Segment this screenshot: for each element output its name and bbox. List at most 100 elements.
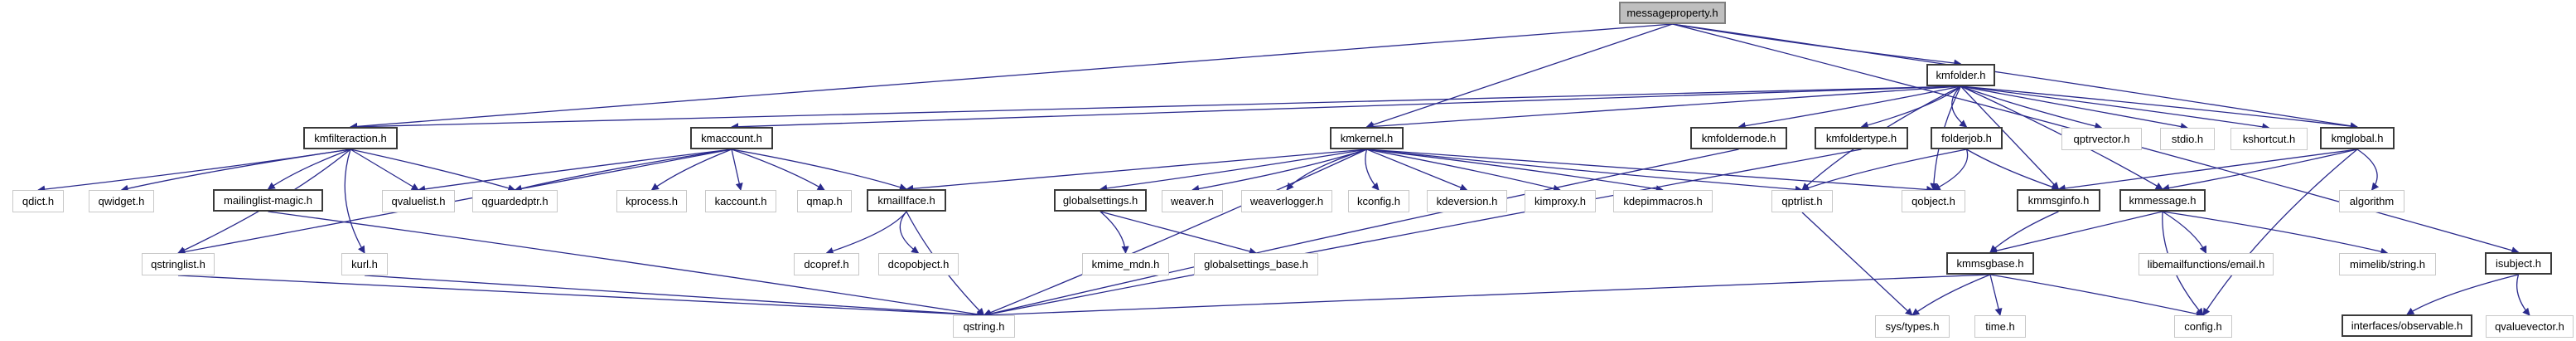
graph-node-label: mimelib/string.h [2349, 258, 2426, 270]
edge-kmmsginfo-to-kmmsgbase [1989, 211, 2059, 253]
graph-node-kmglobal[interactable]: kmglobal.h [2320, 127, 2395, 149]
edge-messageproperty-to-kmglobal [1672, 23, 2358, 130]
graph-node-qvaluevector[interactable]: qvaluevector.h [2486, 315, 2574, 338]
graph-node-qobject[interactable]: qobject.h [1902, 190, 1965, 212]
edge-kmailIface-to-dcopref [825, 211, 907, 255]
graph-node-kmmsgbase[interactable]: kmmsgbase.h [1946, 252, 2034, 275]
edge-kmfilteraction-to-qguardedptr [350, 149, 516, 192]
graph-node-stdio[interactable]: stdio.h [2160, 128, 2215, 150]
edge-kmfolder-to-kmfoldernode [1737, 85, 1961, 130]
edge-kmfolder-to-kmfilteraction [350, 85, 1961, 131]
graph-node-kmaccount[interactable]: kmaccount.h [690, 127, 773, 149]
graph-node-label: qptrlist.h [1781, 195, 1823, 207]
graph-node-weaver[interactable]: weaver.h [1162, 190, 1223, 212]
graph-node-messageproperty[interactable]: messageproperty.h [1619, 2, 1726, 24]
graph-node-kmime_mdn[interactable]: kmime_mdn.h [1082, 253, 1169, 275]
edge-kmglobal-to-kmmessage [2162, 149, 2358, 192]
edge-kmfolder-to-kmfoldertype [1860, 85, 1961, 129]
graph-node-label: qvaluevector.h [2495, 320, 2564, 333]
graph-node-mailinglist-magic[interactable]: mailinglist-magic.h [213, 189, 323, 212]
graph-node-label: mailinglist-magic.h [224, 194, 312, 207]
graph-node-label: dcopref.h [804, 258, 849, 270]
graph-node-kmfilteraction[interactable]: kmfilteraction.h [303, 127, 398, 149]
edge-isubject-to-interfaces_observable [2406, 274, 2519, 315]
graph-node-config[interactable]: config.h [2174, 315, 2232, 338]
graph-node-qwidget[interactable]: qwidget.h [89, 190, 154, 212]
graph-node-qmap[interactable]: qmap.h [797, 190, 852, 212]
graph-node-label: kmaccount.h [701, 132, 762, 144]
graph-node-label: kconfig.h [1356, 195, 1401, 207]
edge-kmfolder-to-kmkernel [1365, 85, 1961, 130]
graph-node-libemailfunctions_email[interactable]: libemailfunctions/email.h [2139, 253, 2274, 275]
graph-node-kmfoldertype[interactable]: kmfoldertype.h [1815, 127, 1908, 149]
graph-node-isubject[interactable]: isubject.h [2485, 252, 2552, 275]
graph-node-qguardedptr[interactable]: qguardedptr.h [472, 190, 558, 212]
graph-node-kmmsginfo[interactable]: kmmsginfo.h [2017, 189, 2100, 212]
graph-node-weaverlogger[interactable]: weaverlogger.h [1241, 190, 1332, 212]
graph-node-label: kmmessage.h [2129, 194, 2197, 207]
graph-node-label: kmfoldertype.h [1825, 132, 1897, 144]
edge-folderjob-to-qptrlist [1801, 149, 1967, 192]
graph-node-kconfig[interactable]: kconfig.h [1348, 190, 1409, 212]
edge-kmfolder-to-qptrvector [1960, 85, 2103, 130]
graph-node-label: kmkernel.h [1340, 132, 1394, 144]
graph-node-kimproxy[interactable]: kimproxy.h [1525, 190, 1596, 212]
edge-kmailIface-to-dcopobject [899, 211, 920, 254]
graph-node-mimelib_string[interactable]: mimelib/string.h [2339, 253, 2436, 275]
edge-kmfilteraction-to-kurl [344, 149, 365, 254]
edge-kmaccount-to-kaccount [731, 149, 743, 191]
edge-kmfolder-to-kmglobal [1960, 85, 2358, 130]
edge-kmkernel-to-weaver [1191, 149, 1367, 192]
graph-node-algorithm[interactable]: algorithm [2339, 190, 2404, 212]
graph-node-qvaluelist[interactable]: qvaluelist.h [382, 190, 455, 212]
graph-node-qptrlist[interactable]: qptrlist.h [1771, 190, 1833, 212]
graph-node-kmkernel[interactable]: kmkernel.h [1330, 127, 1404, 149]
graph-node-label: kmmsginfo.h [2027, 194, 2090, 207]
graph-node-label: qguardedptr.h [481, 195, 549, 207]
graph-node-kurl[interactable]: kurl.h [341, 253, 388, 275]
graph-node-globalsettings[interactable]: globalsettings.h [1054, 189, 1147, 212]
graph-node-time[interactable]: time.h [1974, 315, 2026, 338]
graph-node-kaccount[interactable]: kaccount.h [705, 190, 776, 212]
edge-kmkernel-to-qptrlist [1366, 149, 1803, 193]
edge-kmglobal-to-config [2202, 149, 2358, 316]
graph-node-kshortcut[interactable]: kshortcut.h [2230, 128, 2308, 150]
edge-messageproperty-to-kmfilteraction [350, 23, 1673, 130]
edge-kmmsgbase-to-qstring [983, 274, 1991, 319]
graph-node-kmfolder[interactable]: kmfolder.h [1926, 64, 1995, 86]
graph-node-kdepimmacros[interactable]: kdepimmacros.h [1613, 190, 1713, 212]
graph-node-kmfoldernode[interactable]: kmfoldernode.h [1690, 127, 1787, 149]
graph-node-kmmessage[interactable]: kmmessage.h [2119, 189, 2206, 212]
graph-node-label: kprocess.h [626, 195, 678, 207]
graph-node-systypes[interactable]: sys/types.h [1875, 315, 1950, 338]
graph-node-globalsettings_base[interactable]: globalsettings_base.h [1194, 253, 1318, 275]
edge-kmaccount-to-kprocess [650, 149, 732, 191]
edge-kmfolder-to-kshortcut [1960, 85, 2270, 131]
graph-node-folderjob[interactable]: folderjob.h [1931, 127, 2003, 149]
edge-messageproperty-to-kmkernel [1365, 23, 1673, 129]
edge-kmmessage-to-kmmsgbase [1989, 211, 2163, 255]
graph-node-qptrvector[interactable]: qptrvector.h [2061, 128, 2142, 150]
graph-node-kmailIface[interactable]: kmailIface.h [867, 189, 946, 212]
graph-node-label: kmailIface.h [877, 194, 935, 207]
graph-node-kdeversion[interactable]: kdeversion.h [1427, 190, 1507, 212]
graph-node-qstringlist[interactable]: qstringlist.h [142, 253, 215, 275]
edge-kmmsgbase-to-config [1989, 274, 2204, 318]
graph-node-qstring[interactable]: qstring.h [953, 315, 1015, 338]
edge-kmfilteraction-to-qwidget [120, 149, 351, 192]
graph-node-label: qwidget.h [98, 195, 145, 207]
graph-node-label: qptrvector.h [2073, 133, 2130, 145]
graph-node-label: interfaces/observable.h [2351, 319, 2463, 332]
graph-node-dcopobject[interactable]: dcopobject.h [878, 253, 959, 275]
edge-kmaccount-to-qguardedptr [514, 149, 732, 192]
graph-node-qdict[interactable]: qdict.h [12, 190, 64, 212]
graph-node-label: config.h [2184, 320, 2222, 333]
graph-node-label: kimproxy.h [1534, 195, 1586, 207]
graph-node-kprocess[interactable]: kprocess.h [616, 190, 687, 212]
graph-node-interfaces_observable[interactable]: interfaces/observable.h [2342, 314, 2472, 337]
graph-node-label: time.h [1985, 320, 2015, 333]
graph-node-dcopref[interactable]: dcopref.h [794, 253, 859, 275]
edge-kmaccount-to-qmap [731, 149, 825, 191]
